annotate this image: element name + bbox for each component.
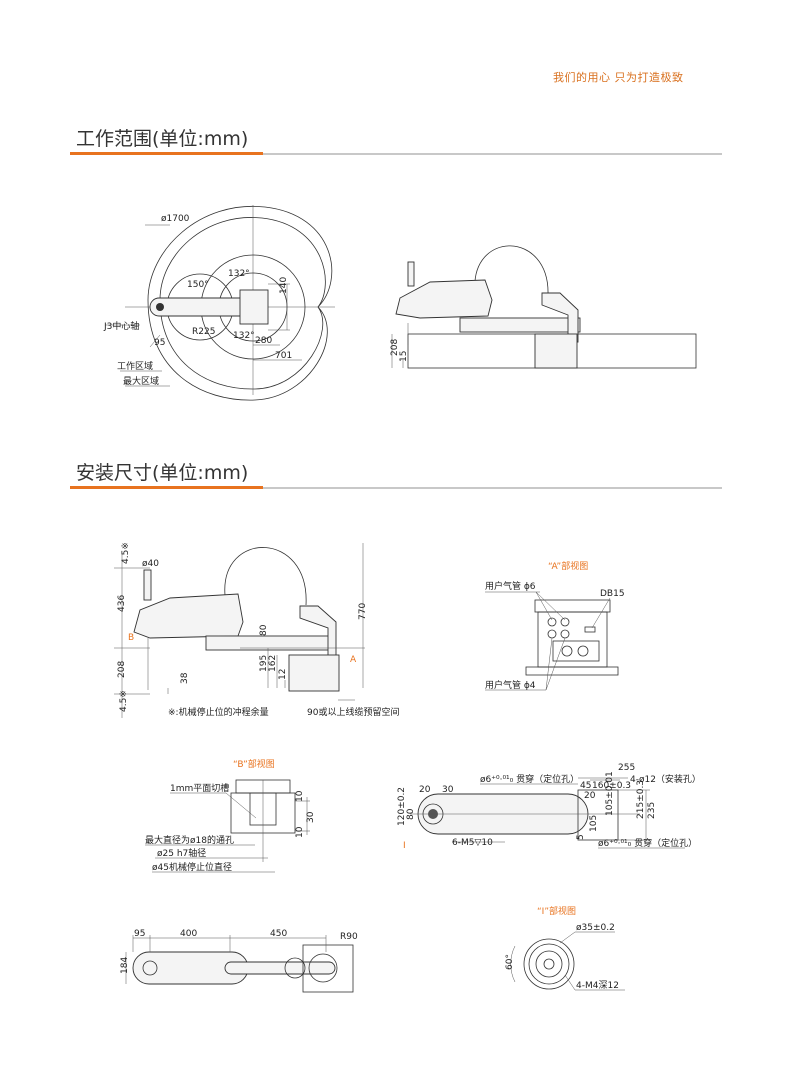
label-20: 20: [419, 785, 431, 795]
label-diameter-1700: ø1700: [161, 214, 190, 224]
label-air-tube-4: 用户气管 ϕ4: [485, 679, 536, 691]
label-80: 80: [259, 624, 269, 636]
label-view-a-marker: A: [350, 655, 357, 665]
label-work-area: 工作区域: [117, 360, 153, 372]
label-400: 400: [180, 929, 197, 939]
label-angle-132-bottom: 132°: [233, 331, 255, 341]
note-cable-space: 90或以上线缆预留空间: [307, 706, 399, 718]
label-air-tube-6: 用户气管 ϕ6: [485, 580, 536, 592]
label-30: 30: [306, 811, 316, 823]
label-shaft-diameter: ø25 h7轴径: [157, 847, 206, 859]
label-r225: R225: [192, 327, 215, 337]
label-view-b-marker: B: [128, 633, 134, 643]
label-dim-280: 280: [255, 336, 272, 346]
label-max-area: 最大区域: [123, 375, 159, 387]
view-a-title: “A”部视图: [548, 560, 588, 572]
work-range-side-view: 208 15: [390, 245, 697, 369]
label-mount-holes: 4-ø12（安装孔）: [630, 773, 701, 785]
label-angle-150: 150°: [187, 280, 209, 290]
label-195: 195: [259, 655, 269, 672]
install-side-view: 4.5※ ø40 436 B 208 4.5※ 38 80 195 162 12…: [114, 542, 399, 718]
label-dia-35: ø35±0.2: [576, 923, 615, 933]
label-m4-thread: 4-M4深12: [576, 980, 619, 991]
label-10-bottom: 10: [295, 826, 305, 838]
section-divider-accent: [70, 152, 263, 155]
label-through-hole: 最大直径为ø18的通孔: [145, 834, 234, 846]
label-j3-axis: J3中心轴: [103, 320, 139, 332]
label-770: 770: [358, 603, 368, 620]
label-235: 235: [647, 802, 657, 819]
view-i-title: “I”部视图: [537, 905, 576, 917]
view-a: “A”部视图 用户气管 ϕ6 DB15 用户气管 ϕ4: [485, 560, 625, 691]
label-5: 5: [576, 834, 586, 840]
section-divider-accent: [70, 486, 263, 489]
label-450: 450: [270, 929, 287, 939]
label-80: 80: [406, 808, 416, 820]
note-stroke-margin: ※:机械停止位的冲程余量: [168, 706, 269, 718]
install-plan-view: 95 400 450 R90 184: [120, 929, 358, 993]
label-60-degree: 60°: [505, 954, 515, 970]
label-105: 105: [589, 815, 599, 832]
section-divider: [70, 487, 722, 489]
label-10-top: 10: [295, 790, 305, 802]
label-160: 160±0.3: [592, 781, 631, 791]
label-436: 436: [117, 595, 127, 612]
label-95: 95: [134, 929, 145, 939]
label-pin-hole-top: ø6⁺⁰·⁰¹₀ 贯穿（定位孔）: [480, 773, 579, 785]
label-12: 12: [278, 669, 288, 680]
label-30: 30: [442, 785, 454, 795]
label-4-5-top: 4.5※: [121, 542, 131, 564]
label-120: 120±0.2: [397, 787, 407, 826]
label-angle-132-top: 132°: [228, 269, 250, 279]
label-20b: 20: [584, 791, 596, 801]
label-db15: DB15: [600, 589, 625, 599]
label-215: 215±0.3: [636, 780, 646, 819]
label-r90: R90: [340, 932, 358, 942]
header-tagline: 我们的用心 只为打造极致: [553, 71, 684, 84]
section-divider: [70, 153, 722, 155]
install-top-view: 20 30 120±0.2 80 I 6-M5▽10 ø6⁺⁰·⁰¹₀ 贯穿（定…: [397, 763, 701, 851]
label-38: 38: [180, 672, 190, 684]
label-flat-cut: 1mm平面切槽: [170, 782, 229, 794]
label-view-i-marker: I: [403, 841, 406, 851]
label-184: 184: [120, 957, 130, 974]
label-162: 162: [268, 655, 278, 672]
label-stop-diameter: ø45机械停止位直径: [152, 861, 232, 873]
view-i: “I”部视图 ø35±0.2 60° 4-M4深12: [505, 905, 625, 991]
label-dim-95: 95: [154, 338, 165, 348]
label-side-208: 208: [390, 339, 400, 356]
label-255: 255: [618, 763, 635, 773]
section-title-install: 安装尺寸(单位:mm): [76, 462, 249, 484]
label-4-5-bottom: 4.5※: [119, 690, 129, 712]
label-105-tol: 105±0.01: [605, 771, 615, 816]
view-b: “B”部视图 1mm平面切槽 10 30 10 最大直径为ø18的通孔 ø25 …: [145, 758, 316, 873]
label-45: 45: [580, 781, 591, 791]
work-range-top-view: ø1700 150° 132° 140 R225 132° 280 701 95…: [103, 205, 335, 401]
label-side-15: 15: [399, 351, 409, 362]
view-b-title: “B”部视图: [233, 758, 275, 770]
label-m5-thread: 6-M5▽10: [452, 838, 493, 848]
label-dim-701: 701: [275, 351, 292, 361]
section-title-work-range: 工作范围(单位:mm): [76, 128, 249, 150]
label-208: 208: [117, 661, 127, 678]
label-pin-hole-bottom: ø6⁺⁰·⁰¹₀ 贯穿（定位孔）: [598, 837, 697, 849]
label-dia-40: ø40: [142, 559, 159, 569]
label-dim-140: 140: [279, 277, 289, 294]
